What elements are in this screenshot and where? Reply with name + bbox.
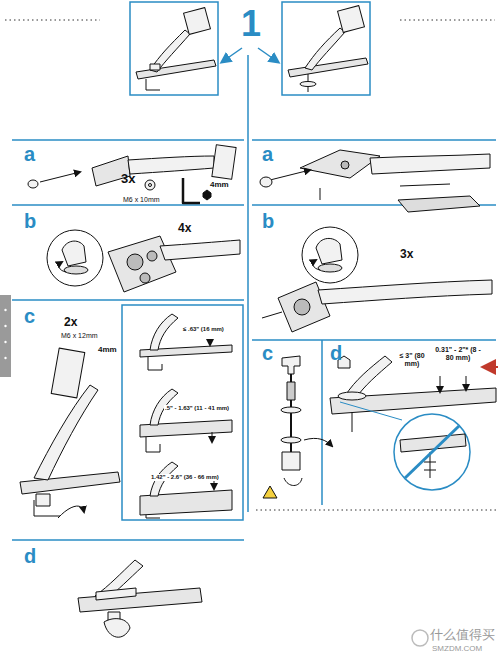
tool-size: 4mm (210, 181, 229, 190)
watermark: SMZDM.COM (432, 645, 482, 654)
screw-size: M6 x 12mm (60, 332, 99, 340)
dimension: ≤ 3" (80 mm) (392, 352, 432, 367)
step-letter: a (262, 143, 273, 165)
tool-size: 4mm (98, 346, 117, 355)
step-letter: b (262, 210, 274, 232)
watermark: 什么值得买 (430, 628, 495, 642)
dimension: ≤ .63" (16 mm) (182, 326, 225, 333)
step-letter: d (24, 545, 36, 567)
step-letter: d (330, 342, 342, 364)
dimension: .5" - 1.63" (11 - 41 mm) (164, 405, 230, 412)
quantity-callout: 4x (178, 222, 191, 235)
quantity-callout: 2x (64, 316, 77, 329)
step-letter: a (24, 143, 35, 165)
screw-size: M6 x 10mm (122, 196, 161, 204)
quantity-callout: 3x (121, 172, 135, 186)
step-letter: b (24, 210, 36, 232)
step-letter: c (262, 342, 273, 364)
dimension: 1.42" - 2.6" (36 - 66 mm) (150, 474, 220, 481)
step-letter: c (24, 305, 35, 327)
quantity-callout: 3x (400, 248, 413, 261)
dimension: 0.31" - 2"* (8 - 80 mm) (432, 346, 484, 361)
step-number: 1 (241, 4, 261, 44)
